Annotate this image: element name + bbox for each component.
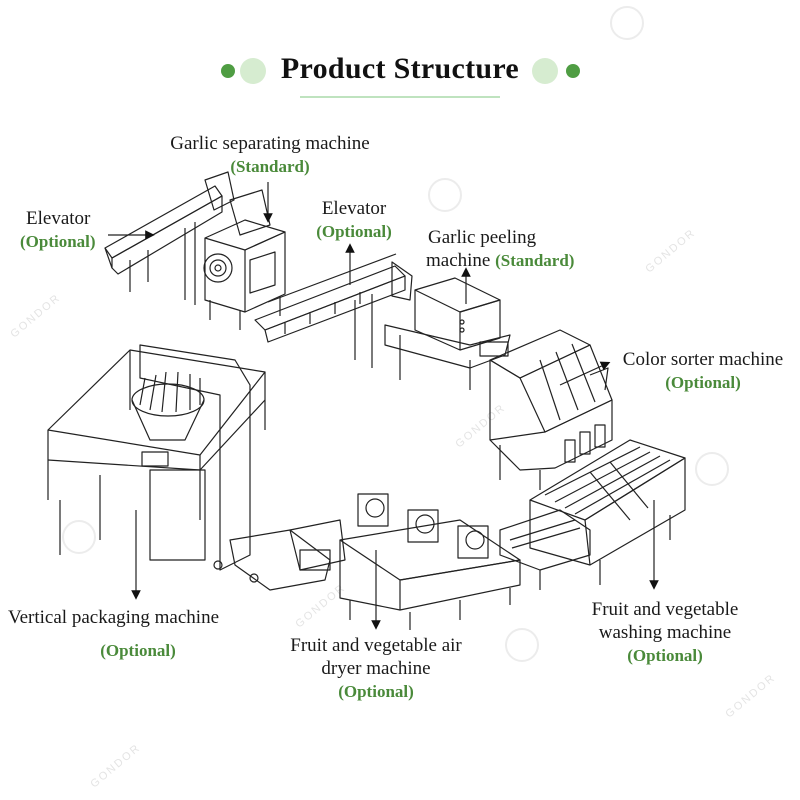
label-garlic-separating-name: Garlic separating machine (170, 133, 370, 154)
label-color-sorter: Color sorter machine (Optional) (608, 348, 798, 394)
label-garlic-separating-tag: (Standard) (230, 157, 310, 176)
label-elevator-center-name: Elevator (321, 198, 387, 219)
watermark-logo-icon (610, 6, 644, 40)
title-dot-right (566, 64, 580, 78)
title-dot-left-light (240, 58, 266, 84)
label-elevator-left-tag: (Optional) (20, 232, 96, 251)
label-vertical-packaging: Vertical packaging machine (Optional) (8, 606, 268, 662)
label-air-dryer-tag: (Optional) (338, 682, 414, 701)
label-elevator-left: Elevator (Optional) (20, 207, 110, 253)
title-block: Product Structure (0, 52, 800, 86)
label-color-sorter-name: Color sorter machine (622, 349, 784, 370)
label-vertical-packaging-name: Vertical packaging machine (8, 607, 220, 628)
label-air-dryer: Fruit and vegetable air dryer machine (O… (270, 634, 482, 703)
garlic-separating-machine (203, 189, 286, 330)
title-dot-left (221, 64, 235, 78)
label-vertical-packaging-tag: (Optional) (100, 641, 176, 660)
washing-machine (499, 439, 686, 590)
elevator-center-machine (254, 253, 413, 368)
label-washing-tag: (Optional) (627, 646, 703, 665)
vertical-packaging-machine (47, 344, 331, 591)
label-elevator-left-name: Elevator (26, 208, 91, 229)
label-elevator-center-tag: (Optional) (316, 222, 392, 241)
label-air-dryer-line2: dryer machine (321, 658, 431, 679)
label-garlic-peeling-tag: (Standard) (495, 251, 575, 270)
label-color-sorter-tag: (Optional) (665, 373, 741, 392)
label-garlic-peeling: Garlic peeling machine (Standard) (424, 226, 584, 272)
title-dot-right-light (532, 58, 558, 84)
label-garlic-separating: Garlic separating machine (Standard) (150, 132, 390, 178)
label-washing-line2: washing machine (598, 622, 732, 643)
elevator-left-machine (104, 171, 235, 305)
label-elevator-center: Elevator (Optional) (306, 197, 402, 243)
watermark-logo-icon (695, 452, 729, 486)
air-dryer-machine (289, 493, 521, 630)
label-garlic-peeling-line1: Garlic peeling (428, 227, 537, 248)
watermark-logo-icon (505, 628, 539, 662)
label-washing: Fruit and vegetable washing machine (Opt… (570, 598, 760, 667)
garlic-peeling-machine (384, 277, 511, 390)
arrow-color-sorter (559, 361, 611, 386)
watermark-logo-icon (62, 520, 96, 554)
page-title: Product Structure (280, 52, 520, 85)
label-garlic-peeling-line2: machine (Standard) (424, 249, 584, 272)
watermark-logo-icon (428, 178, 462, 212)
label-washing-line1: Fruit and vegetable (591, 599, 739, 620)
label-garlic-peeling-line2-text: machine (426, 250, 491, 271)
title-underline (300, 96, 500, 98)
color-sorter-machine (489, 329, 613, 490)
label-air-dryer-line1: Fruit and vegetable air (290, 635, 462, 656)
